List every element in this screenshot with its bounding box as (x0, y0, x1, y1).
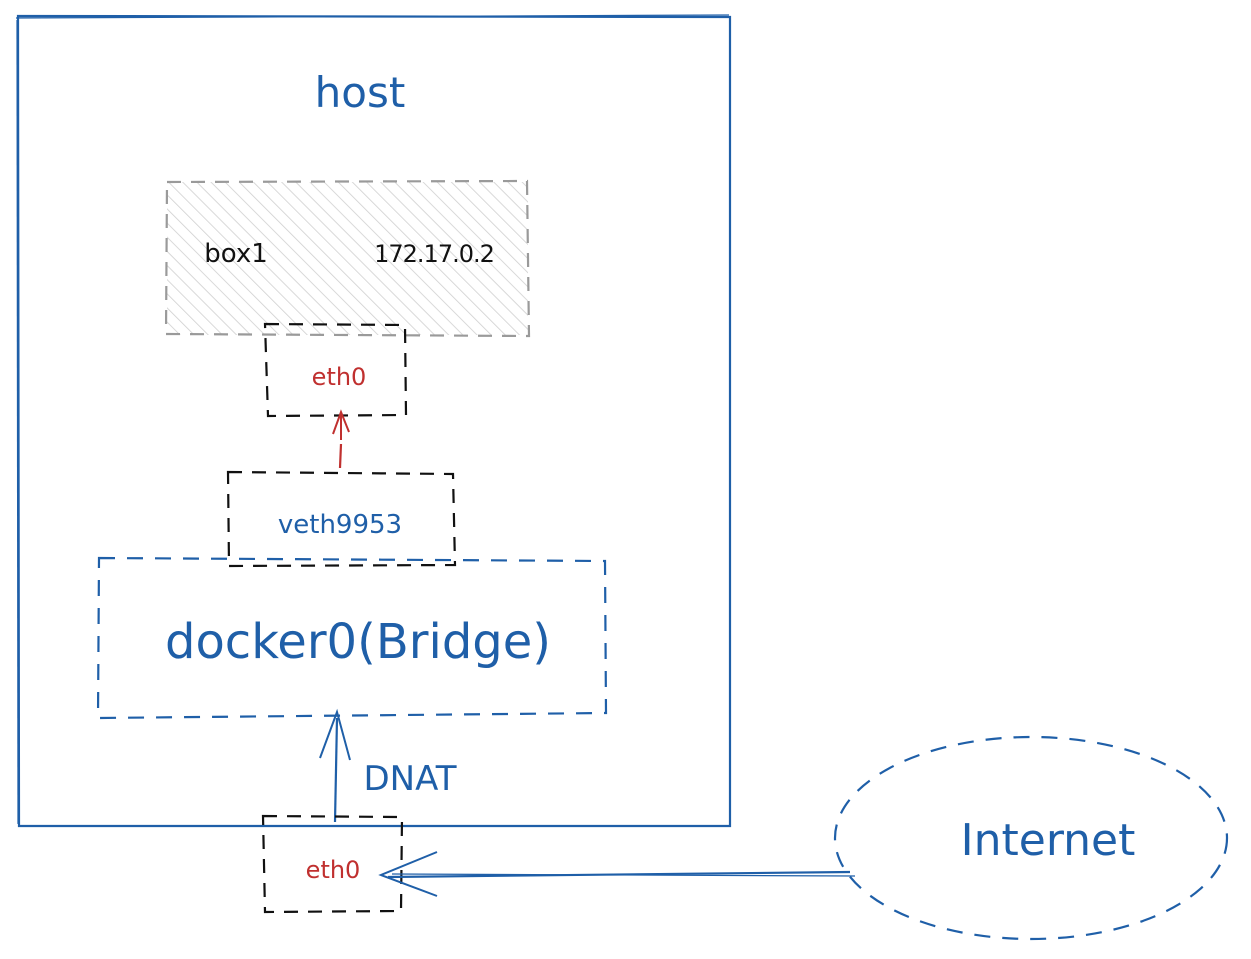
container-ip-label: 172.17.0.2 (374, 240, 494, 268)
veth-label: veth9953 (278, 510, 402, 540)
container-eth0-label: eth0 (312, 363, 367, 391)
internet-cloud (833, 735, 1229, 941)
host-eth0-label: eth0 (306, 856, 361, 884)
bridge-label: docker0(Bridge) (165, 614, 551, 670)
container-name-label: box1 (204, 239, 268, 269)
internet-to-eth0-arrow (378, 851, 856, 897)
container-box (164, 179, 531, 338)
veth-box (226, 470, 457, 568)
internet-label: Internet (961, 815, 1136, 866)
veth-to-eth0-arrow (332, 409, 350, 469)
host-box (15, 14, 732, 828)
bridge-box (96, 556, 608, 720)
dnat-arrow (319, 708, 351, 823)
dnat-label: DNAT (363, 759, 456, 799)
host-label: host (315, 68, 406, 117)
